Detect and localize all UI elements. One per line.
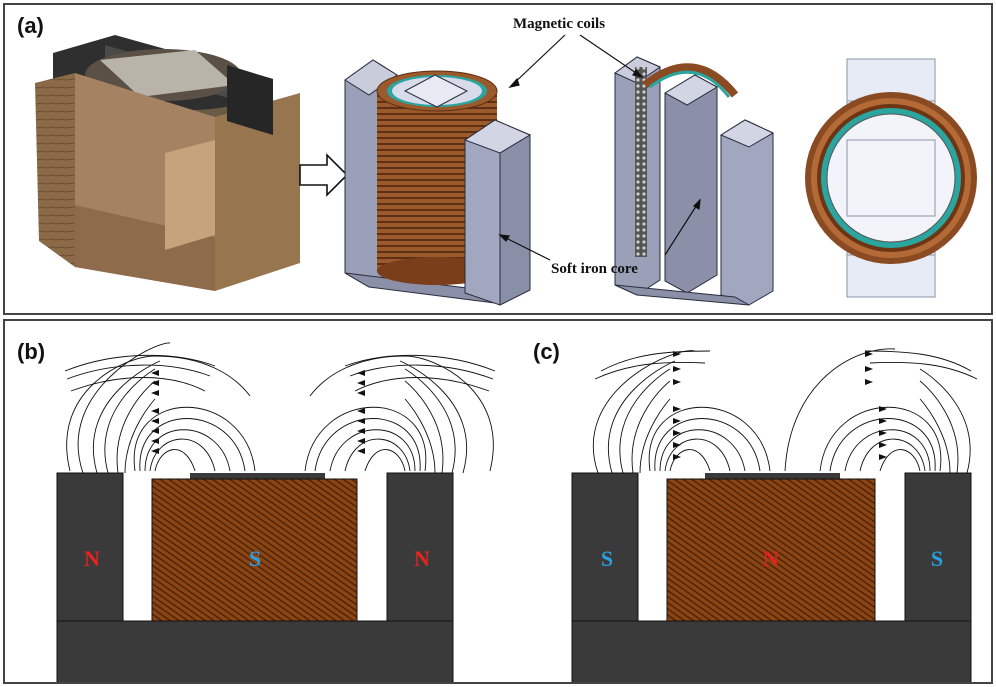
diagram-c <box>571 348 978 682</box>
panel-label-b: (b) <box>17 339 46 364</box>
pole-b-center: S <box>249 546 261 571</box>
pole-c-left: S <box>601 546 613 571</box>
pole-b-right: N <box>414 546 430 571</box>
top-view <box>805 58 977 298</box>
panel-a-drawing <box>35 34 977 306</box>
annotation-magnetic-coils: Magnetic coils <box>513 16 606 32</box>
field-arrows-c <box>673 351 887 460</box>
e-core-section <box>614 56 775 306</box>
pole-b-left: N <box>84 546 100 571</box>
pole-c-right: S <box>931 546 943 571</box>
annotation-soft-iron-core: Soft iron core <box>551 261 638 277</box>
panel-bc-drawing: N S N S N S <box>56 342 978 682</box>
pole-c-center: N <box>763 546 779 571</box>
diagram-b <box>56 342 496 682</box>
field-lines-b <box>64 342 496 474</box>
panel-label-c: (c) <box>533 339 560 364</box>
transformer-photo <box>35 35 300 291</box>
panel-a: (a) <box>3 3 993 315</box>
e-core-with-coil <box>344 59 532 306</box>
panel-bc: (b) (c) <box>3 319 993 684</box>
field-arrows-b <box>151 370 365 454</box>
annotation-arrows <box>498 34 701 261</box>
panel-label-a: (a) <box>17 13 44 38</box>
field-lines-c <box>592 348 978 474</box>
flow-arrow <box>299 153 349 197</box>
